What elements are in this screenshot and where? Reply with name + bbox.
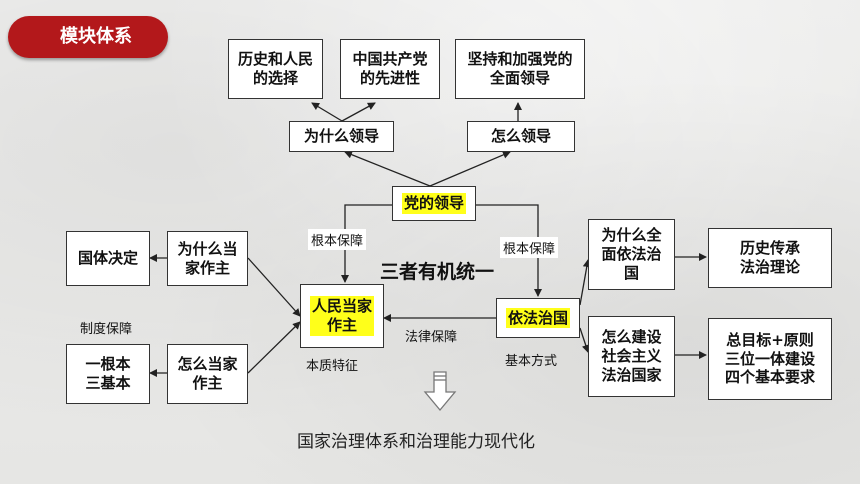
box-why-rule-of-law: 为什么全 面依法治 国 — [588, 219, 675, 290]
arrow-party-to-law — [476, 204, 542, 297]
arrow-party-to-why — [344, 150, 431, 187]
arrow-why-to-history — [311, 102, 343, 122]
box-how-lead: 怎么领导 — [467, 121, 575, 152]
module-title-badge: 模块体系 — [8, 16, 168, 58]
box-goal-principles: 总目标+原则 三位一体建设 四个基本要求 — [708, 318, 832, 400]
arrow-party-to-how — [429, 151, 511, 187]
box-why-masters: 为什么当 家作主 — [167, 231, 248, 286]
label-organic-unity: 三者有机统一 — [380, 261, 495, 283]
label-essential-feature: 本质特征 — [306, 359, 359, 374]
down-hollow-arrow — [423, 371, 457, 412]
box-one-root-three-basics: 一根本 三基本 — [66, 344, 150, 404]
box-people-masters: 人民当家 作主 — [300, 284, 384, 348]
label-system-guarantee: 制度保障 — [80, 322, 133, 337]
arrow-party-to-people — [341, 204, 392, 283]
label-root-guarantee-right: 根本保障 — [500, 237, 559, 258]
box-party-advanced: 中国共产党 的先进性 — [340, 39, 440, 99]
label-governance-modernization: 国家治理体系和治理能力现代化 — [297, 432, 535, 452]
box-history-people-choice: 历史和人民 的选择 — [228, 39, 323, 99]
box-party-leadership: 党的领导 — [392, 186, 476, 221]
box-overall-leadership: 坚持和加强党的 全面领导 — [455, 39, 585, 99]
box-how-build-rule-of-law: 怎么建设 社会主义 法治国家 — [588, 316, 675, 397]
box-why-lead: 为什么领导 — [289, 121, 394, 152]
arrow-law-to-why — [579, 259, 591, 306]
arrow-whymaster-to-people — [247, 257, 301, 317]
box-state-nature: 国体决定 — [66, 231, 150, 286]
box-how-masters: 怎么当家 作主 — [167, 344, 248, 404]
label-root-guarantee-left: 根本保障 — [308, 229, 367, 250]
box-rule-of-law: 依法治国 — [496, 298, 580, 338]
box-history-legal-theory: 历史传承 法治理论 — [708, 228, 832, 288]
label-law-guarantee: 法律保障 — [405, 330, 458, 345]
arrow-law-to-how — [579, 327, 590, 353]
label-basic-way: 基本方式 — [505, 354, 558, 369]
arrow-howmaster-to-people — [247, 321, 301, 374]
arrow-why-to-advanced — [341, 102, 376, 122]
